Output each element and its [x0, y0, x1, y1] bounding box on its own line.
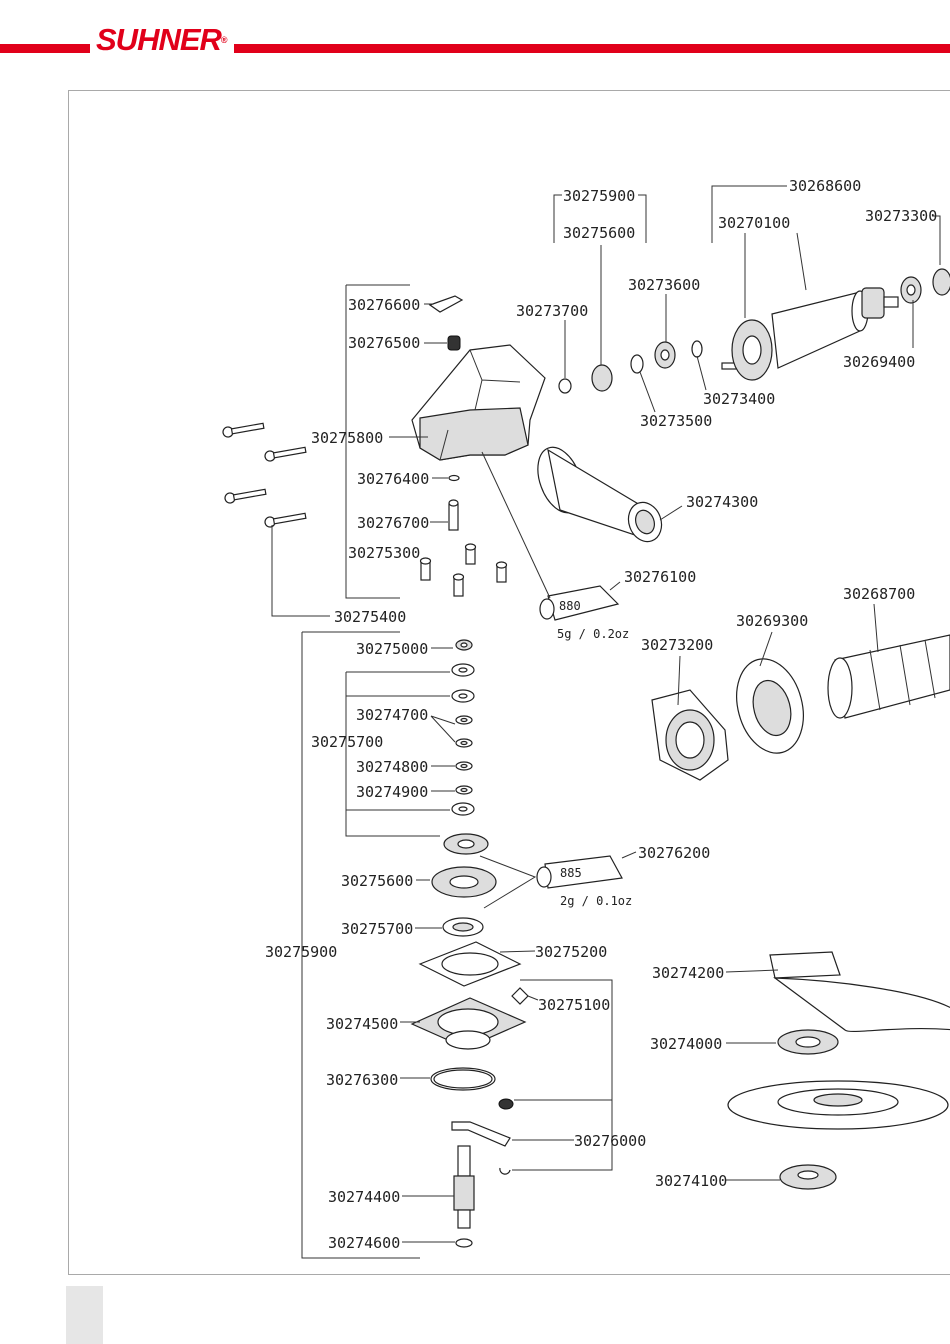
motor-housing-drawings: [651, 634, 950, 781]
grease-labels: 880 5g / 0.2oz 885 2g / 0.1oz: [557, 599, 632, 908]
part-label: 30275600: [341, 872, 413, 890]
grease-code: 880: [559, 599, 581, 613]
header-red-bar-left: [0, 44, 90, 53]
part-label: 30269400: [843, 353, 915, 371]
part-label: 30274600: [328, 1234, 400, 1252]
part-label: 30273500: [640, 412, 712, 430]
part-label: 30273700: [516, 302, 588, 320]
diagram-frame: [68, 90, 950, 1275]
part-label: 30276100: [624, 568, 696, 586]
gear-housing-drawing: [411, 295, 546, 461]
grease-tube-drawings: [536, 585, 623, 889]
grease-amount: 5g / 0.2oz: [557, 627, 629, 641]
part-label: 30274200: [652, 964, 724, 982]
part-label: 30274900: [356, 783, 428, 801]
part-label: 30268600: [789, 177, 861, 195]
part-label: 30275100: [538, 996, 610, 1014]
part-label: 30268700: [843, 585, 915, 603]
part-label: 30275200: [535, 943, 607, 961]
part-label: 30276700: [357, 514, 429, 532]
washer-stack-drawing: [431, 639, 497, 937]
part-label: 30275900: [265, 943, 337, 961]
part-label: 30275700: [311, 733, 383, 751]
screw-drawings: [222, 422, 508, 597]
part-label: 30274400: [328, 1188, 400, 1206]
part-label: 30273300: [865, 207, 937, 225]
page-number-block: [66, 1286, 103, 1344]
part-label: 30276500: [348, 334, 420, 352]
part-label: 30273400: [703, 390, 775, 408]
grease-code: 885: [560, 866, 582, 880]
armature-drawing: [721, 268, 950, 381]
part-label: 30269300: [736, 612, 808, 630]
part-label: 30274800: [356, 758, 428, 776]
part-label: 30275000: [356, 640, 428, 658]
part-label: 30276000: [574, 1132, 646, 1150]
part-label: 30274100: [655, 1172, 727, 1190]
logo-text: SUHNER: [96, 22, 222, 57]
part-label: 30276200: [638, 844, 710, 862]
part-label: 30275400: [334, 608, 406, 626]
part-label: 30276400: [357, 470, 429, 488]
part-label: 30276300: [326, 1071, 398, 1089]
leader-lines: [271, 185, 941, 1259]
suhner-logo: SUHNER®: [96, 22, 230, 58]
part-label: 30275600: [563, 224, 635, 242]
part-label: 30276600: [348, 296, 420, 314]
part-label: 30275700: [341, 920, 413, 938]
part-label: 30274700: [356, 706, 428, 724]
part-label: 30274500: [326, 1015, 398, 1033]
part-label: 30275900: [563, 187, 635, 205]
header-red-bar-right: [234, 44, 950, 53]
part-label: 30275300: [348, 544, 420, 562]
part-labels: 30275900 30275600 30268600 30270100 3027…: [265, 177, 937, 1252]
flange-drawing: [410, 941, 529, 1175]
drive-parts-drawing: [558, 340, 703, 394]
part-label: 30274000: [650, 1035, 722, 1053]
part-label: 30273200: [641, 636, 713, 654]
part-label: 30273600: [628, 276, 700, 294]
guard-disc-drawings: [727, 951, 950, 1190]
part-label: 30274300: [686, 493, 758, 511]
spindle-drawing: [453, 1145, 475, 1248]
side-handle-drawing: [537, 446, 663, 543]
part-label: 30270100: [718, 214, 790, 232]
grease-amount: 2g / 0.1oz: [560, 894, 632, 908]
part-label: 30275800: [311, 429, 383, 447]
registered-mark: ®: [220, 35, 228, 45]
